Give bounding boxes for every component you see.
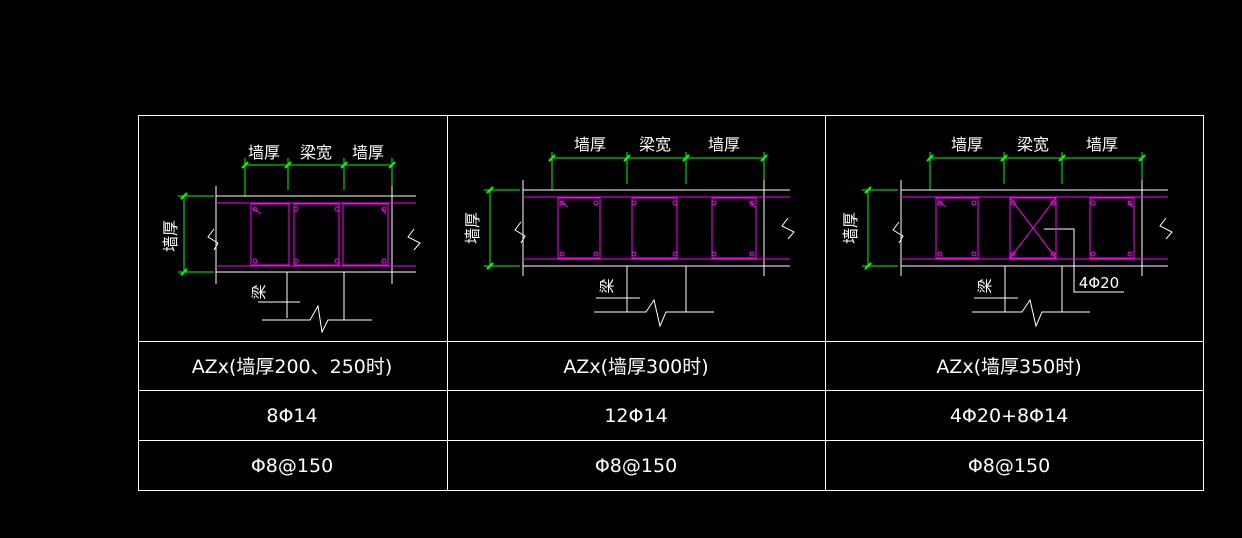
label-wall-thickness: 墙厚 [574, 135, 606, 154]
dimension-ticks [486, 154, 768, 270]
column-name: AZx(墙厚300时) [563, 356, 708, 378]
label-beam-width: 梁宽 [300, 143, 332, 162]
stirrup-value: Φ8@150 [251, 455, 333, 477]
label-beam-width: 梁宽 [1017, 135, 1049, 154]
rebar-cage [216, 202, 416, 267]
label-wall-thickness-vertical: 墙厚 [161, 220, 180, 252]
main-rebar-value: 8Φ14 [266, 405, 317, 427]
callout-label: 4Φ20 [1079, 274, 1119, 292]
detail-3: 墙厚 梁宽 墙厚 墙厚 梁 4Φ20 [841, 135, 1173, 328]
label-wall-thickness-vertical: 墙厚 [841, 212, 860, 244]
label-wall-thickness: 墙厚 [352, 143, 384, 162]
stirrup-value: Φ8@150 [595, 455, 677, 477]
dimension-lines [178, 158, 393, 273]
table-frame [138, 115, 1204, 491]
wall-outline [892, 180, 1173, 328]
rebar-cage [523, 196, 790, 260]
wall-outline [207, 186, 421, 334]
stirrup-value: Φ8@150 [968, 455, 1050, 477]
label-beam: 梁 [976, 278, 994, 293]
label-wall-thickness: 墙厚 [248, 143, 280, 162]
label-beam: 梁 [598, 278, 616, 293]
column-name: AZx(墙厚200、250时) [192, 356, 393, 378]
label-beam-width: 梁宽 [639, 135, 671, 154]
label-wall-thickness: 墙厚 [1086, 135, 1118, 154]
wall-outline [514, 180, 795, 328]
detail-1: 墙厚 梁宽 墙厚 墙厚 梁 [161, 143, 421, 334]
label-wall-thickness: 墙厚 [708, 135, 740, 154]
dimension-lines [484, 152, 765, 267]
dimension-ticks [180, 161, 396, 276]
column-name: AZx(墙厚350时) [936, 356, 1081, 378]
main-rebar-value: 12Φ14 [604, 405, 667, 427]
label-wall-thickness-vertical: 墙厚 [463, 212, 482, 244]
main-rebar-value: 4Φ20+8Φ14 [950, 405, 1068, 427]
table-rows: AZx(墙厚200、250时) AZx(墙厚300时) AZx(墙厚350时) … [192, 356, 1082, 477]
dimension-ticks [864, 154, 1146, 270]
label-wall-thickness: 墙厚 [951, 135, 983, 154]
dimension-lines [862, 152, 1143, 267]
rebar-cage [901, 196, 1168, 260]
label-beam: 梁 [250, 284, 268, 299]
detail-2: 墙厚 梁宽 墙厚 墙厚 梁 [463, 135, 795, 328]
